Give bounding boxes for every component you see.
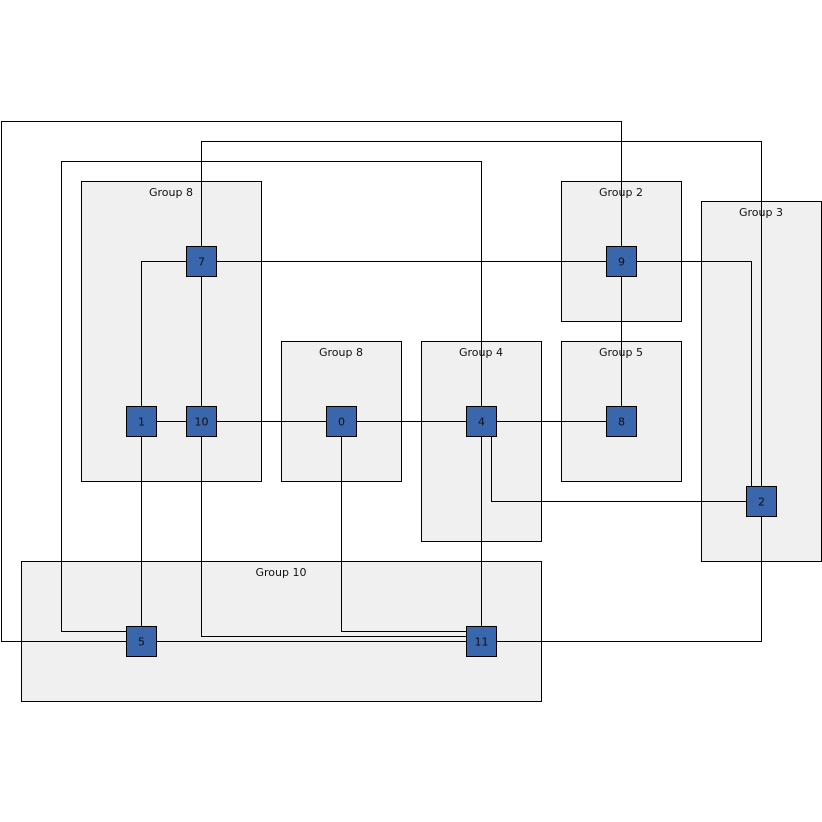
node-1[interactable]: 1 <box>126 406 157 437</box>
node-9[interactable]: 9 <box>606 246 637 277</box>
node-label: 7 <box>198 256 205 269</box>
node-box[interactable] <box>186 406 217 437</box>
node-box[interactable] <box>466 406 497 437</box>
node-10[interactable]: 10 <box>186 406 217 437</box>
edge-11-2 <box>496 516 762 642</box>
node-box[interactable] <box>186 246 217 277</box>
edge-5-9 <box>1 121 622 642</box>
node-box[interactable] <box>326 406 357 437</box>
node-label: 8 <box>618 416 625 429</box>
edge-5-4 <box>61 161 482 632</box>
node-box[interactable] <box>126 626 157 657</box>
node-2[interactable]: 2 <box>746 486 777 517</box>
node-4[interactable]: 4 <box>466 406 497 437</box>
node-0[interactable]: 0 <box>326 406 357 437</box>
node-label: 5 <box>138 636 145 649</box>
node-box[interactable] <box>606 246 637 277</box>
node-7[interactable]: 7 <box>186 246 217 277</box>
edge-0-11 <box>341 436 467 632</box>
edge-4-2 <box>491 436 747 502</box>
node-box[interactable] <box>466 626 497 657</box>
node-label: 1 <box>138 416 145 429</box>
node-label: 11 <box>475 636 489 649</box>
group-box <box>81 181 262 482</box>
group-label: Group 8 <box>149 186 193 199</box>
node-5[interactable]: 5 <box>126 626 157 657</box>
edge-7-1 <box>141 261 187 407</box>
edge-7-2 <box>201 141 762 487</box>
node-box[interactable] <box>606 406 637 437</box>
group-label: Group 8 <box>319 346 363 359</box>
node-8[interactable]: 8 <box>606 406 637 437</box>
node-label: 0 <box>338 416 345 429</box>
node-label: 4 <box>478 416 485 429</box>
node-box[interactable] <box>126 406 157 437</box>
group-label: Group 10 <box>256 566 307 579</box>
node-box[interactable] <box>746 486 777 517</box>
edge-10-11 <box>201 436 467 637</box>
edge-9-2 <box>636 261 752 487</box>
group-g8a: Group 8 <box>81 181 262 482</box>
node-label: 10 <box>195 416 209 429</box>
node-label: 2 <box>758 496 765 509</box>
node-label: 9 <box>618 256 625 269</box>
node-11[interactable]: 11 <box>466 626 497 657</box>
